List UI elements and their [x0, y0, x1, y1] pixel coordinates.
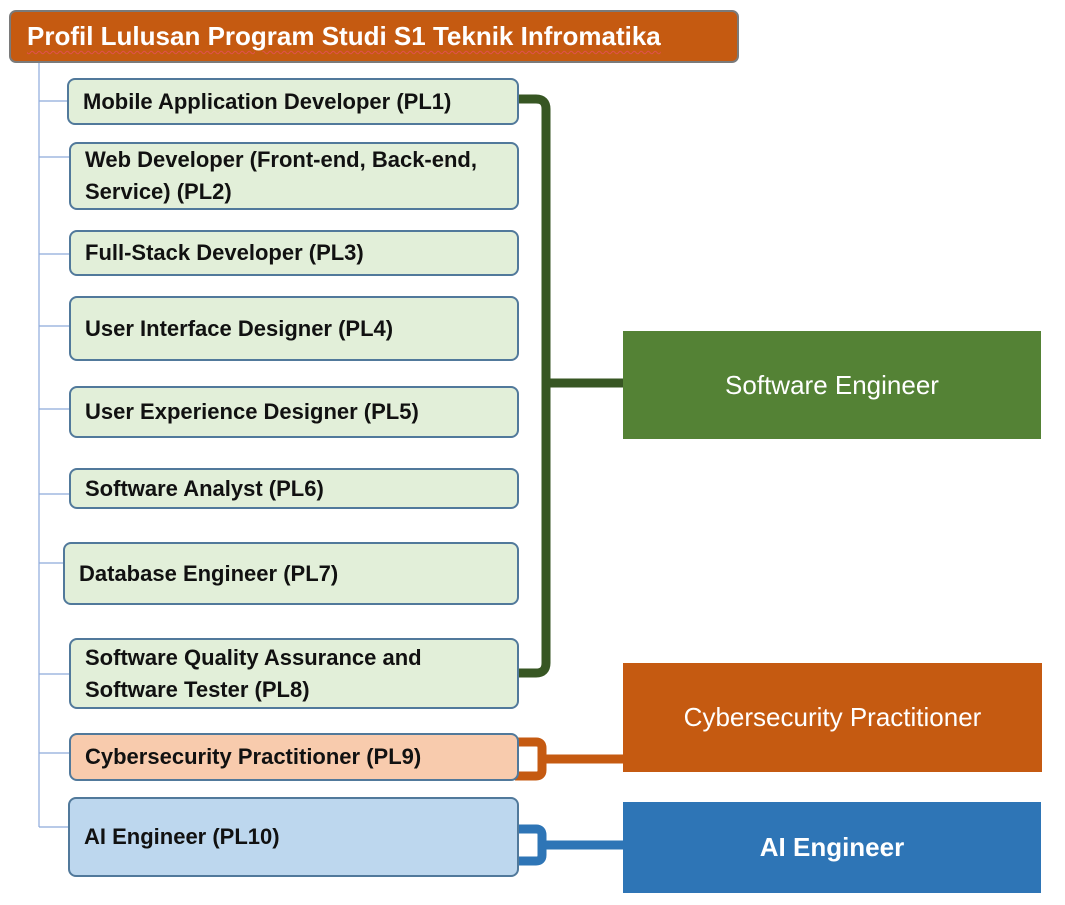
category-cybersecurity-label: Cybersecurity Practitioner	[683, 702, 982, 732]
profile-pl4: User Interface Designer (PL4)	[69, 296, 519, 361]
profile-pl10: AI Engineer (PL10)	[68, 797, 519, 877]
category-cybersecurity-practitioner: Cybersecurity Practitioner	[623, 663, 1042, 772]
category-ai-engineer-label: AI Engineer	[759, 832, 905, 862]
profile-pl3: Full-Stack Developer (PL3)	[69, 230, 519, 276]
profile-pl5: User Experience Designer (PL5)	[69, 386, 519, 438]
ai-engineer-bracket	[518, 824, 623, 866]
profile-pl8: Software Quality Assurance and Software …	[69, 638, 519, 709]
cybersecurity-bracket	[515, 737, 623, 781]
software-engineer-bracket	[518, 94, 623, 678]
profile-pl7: Database Engineer (PL7)	[63, 542, 519, 605]
category-ai-engineer: AI Engineer	[623, 802, 1041, 893]
diagram-title-text: Profil Lulusan Program Studi S1 Teknik I…	[27, 21, 661, 51]
category-software-engineer-label: Software Engineer	[725, 369, 939, 400]
profile-pl6: Software Analyst (PL6)	[69, 468, 519, 509]
tree-lines	[38, 63, 70, 828]
diagram-title: Profil Lulusan Program Studi S1 Teknik I…	[9, 10, 739, 63]
profile-pl1: Mobile Application Developer (PL1)	[67, 78, 519, 125]
profile-pl9: Cybersecurity Practitioner (PL9)	[69, 733, 519, 781]
category-software-engineer: Software Engineer	[623, 331, 1041, 439]
profile-pl2: Web Developer (Front-end, Back-end, Serv…	[69, 142, 519, 210]
